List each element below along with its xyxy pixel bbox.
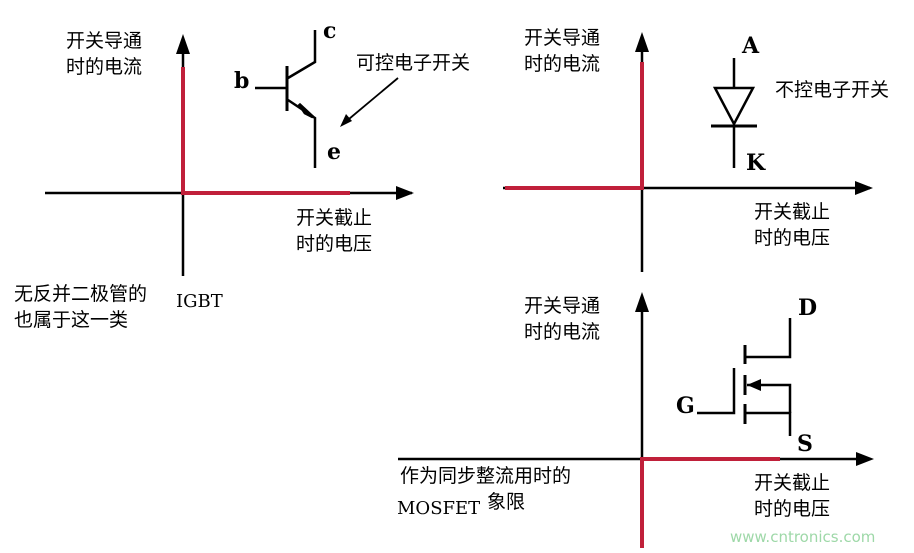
diode-y-axis-arrow	[635, 32, 649, 52]
igbt-emitter-arrow	[297, 102, 315, 119]
diode-characteristic-line	[505, 62, 644, 190]
mosfet-body-lead	[747, 383, 792, 413]
mosfet-characteristic-line	[640, 457, 780, 548]
igbt-y-axis-label: 开关导通 时的电流	[66, 28, 142, 80]
mosfet-y-axis-label: 开关导通 时的电流	[524, 293, 600, 345]
igbt-note: 无反并二极管的 也属于这一类	[14, 281, 147, 333]
diode-quadrant-plot	[503, 32, 873, 272]
igbt-x-label-line2: 时的电压	[296, 233, 373, 255]
diode-terminal-k: K	[746, 150, 766, 176]
igbt-y-label-line1: 开关导通	[66, 30, 143, 52]
igbt-note-line2: 也属于这一类	[14, 309, 129, 331]
watermark: www.cntronics.com	[730, 528, 876, 546]
igbt-quadrant-plot	[45, 34, 414, 276]
diode-terminal-a: A	[742, 33, 760, 59]
igbt-x-axis-label: 开关截止 时的电压	[296, 205, 372, 257]
mosfet-source-lead	[745, 411, 792, 436]
mosfet-y-label-line1: 开关导通	[524, 295, 601, 317]
igbt-callout-pointer	[342, 77, 399, 125]
igbt-x-label-line1: 开关截止	[296, 207, 373, 229]
igbt-callout-arrowhead	[340, 114, 352, 127]
igbt-note-suffix: IGBT	[176, 291, 223, 312]
diode-symbol-label: 不控电子开关	[775, 79, 890, 101]
igbt-terminal-c: c	[323, 18, 337, 44]
igbt-symbol-label: 可控电子开关	[356, 52, 471, 74]
mosfet-y-label-line2: 时的电流	[524, 321, 601, 343]
diode-x-label-line2: 时的电压	[754, 227, 831, 249]
mosfet-body-arrow	[747, 379, 761, 391]
mosfet-x-axis-label: 开关截止 时的电压	[754, 470, 830, 522]
diode-x-label-line1: 开关截止	[754, 201, 831, 223]
diode-y-label-line1: 开关导通	[524, 27, 601, 49]
diode-symbol	[711, 58, 757, 168]
mosfet-x-label-line1: 开关截止	[754, 472, 831, 494]
igbt-x-axis-arrow	[396, 186, 414, 200]
mosfet-quadrant-plot	[398, 292, 874, 548]
mosfet-symbol	[697, 318, 792, 436]
mosfet-drain-lead	[745, 318, 792, 359]
igbt-y-axis-arrow	[176, 34, 190, 54]
mosfet-x-label-line2: 时的电压	[754, 498, 831, 520]
diode-triangle	[712, 86, 756, 127]
mosfet-terminal-s: S	[797, 431, 813, 457]
igbt-terminal-e: e	[327, 139, 341, 165]
mosfet-y-axis-arrow	[635, 292, 649, 312]
mosfet-terminal-g: G	[676, 393, 695, 419]
diode-y-label-line2: 时的电流	[524, 53, 601, 75]
igbt-symbol	[255, 30, 317, 168]
igbt-y-label-line2: 时的电流	[66, 56, 143, 78]
igbt-characteristic-line	[181, 67, 350, 195]
mosfet-note-line1: 作为同步整流用时的	[400, 465, 572, 487]
mosfet-note-prefix: MOSFET	[397, 498, 481, 519]
mosfet-gate-lead	[697, 368, 736, 415]
igbt-collector-lead	[287, 30, 317, 80]
mosfet-terminal-d: D	[798, 295, 818, 321]
igbt-note-line1: 无反并二极管的	[14, 283, 148, 305]
diode-y-axis-label: 开关导通 时的电流	[524, 25, 600, 77]
mosfet-x-axis-arrow	[856, 452, 874, 466]
igbt-emitter-lead	[287, 98, 317, 168]
diode-x-axis-label: 开关截止 时的电压	[754, 199, 830, 251]
igbt-terminal-b: b	[234, 68, 250, 94]
diode-x-axis-arrow	[855, 181, 873, 195]
mosfet-note-suffix: 象限	[487, 491, 526, 513]
